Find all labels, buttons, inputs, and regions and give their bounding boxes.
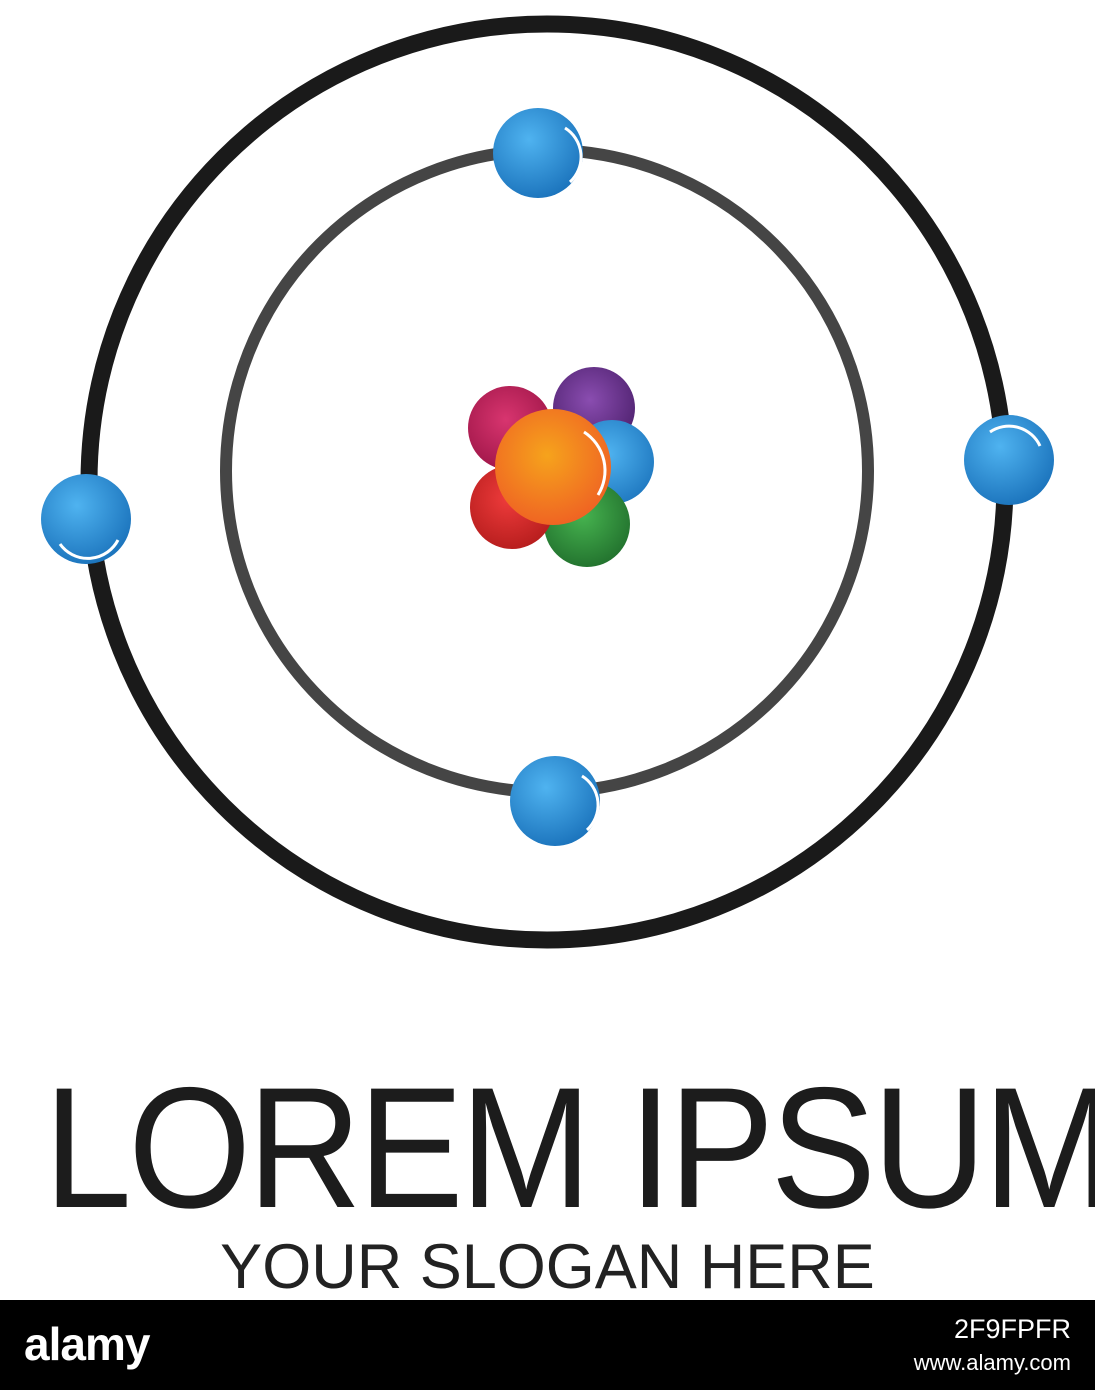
electron-icon <box>964 415 1054 505</box>
atom-logo-icon <box>41 15 1054 949</box>
watermark-brand: alamy <box>24 1318 150 1370</box>
atom-logo: LOREM IPSUM YOUR SLOGAN HERE <box>41 15 1095 1302</box>
nucleus-icon <box>468 367 654 567</box>
watermark-image-code: 2F9FPFR <box>953 1314 1071 1344</box>
electron-icon <box>493 108 583 198</box>
logo-title: LOREM IPSUM <box>43 1052 1095 1244</box>
logo-slogan: YOUR SLOGAN HERE <box>220 1232 875 1302</box>
watermark-url: www.alamy.com <box>913 1350 1071 1375</box>
electron-icon <box>510 756 600 846</box>
electron-icon <box>41 474 131 564</box>
watermark-footer: alamy 2F9FPFR www.alamy.com <box>0 1300 1095 1390</box>
